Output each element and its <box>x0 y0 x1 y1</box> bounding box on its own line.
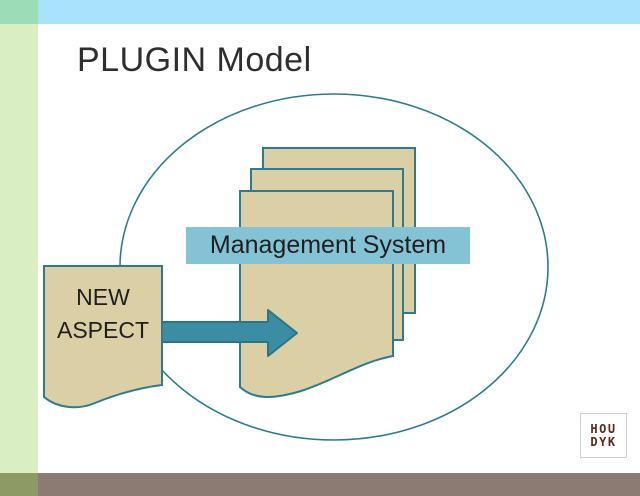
frame-top-strip <box>38 0 640 24</box>
management-system-label: Management System <box>210 231 446 259</box>
houdyk-logo: HOU DYK <box>580 413 627 458</box>
slide-title: PLUGIN Model <box>77 41 312 79</box>
management-system-banner <box>186 227 470 264</box>
frame-left-strip <box>0 24 38 473</box>
logo-line2: DYK <box>590 434 617 449</box>
stacked-document-front <box>239 190 394 398</box>
frame-bottom-left-block <box>0 473 38 496</box>
frame-corner-square <box>0 0 38 24</box>
new-aspect-label-line1: NEW <box>76 284 130 310</box>
plugin-arrow <box>151 309 298 357</box>
logo-line1: HOU <box>590 421 617 436</box>
new-aspect-document <box>43 265 163 409</box>
frame-bottom-strip <box>38 473 640 496</box>
new-aspect-label-line2: ASPECT <box>57 317 149 343</box>
